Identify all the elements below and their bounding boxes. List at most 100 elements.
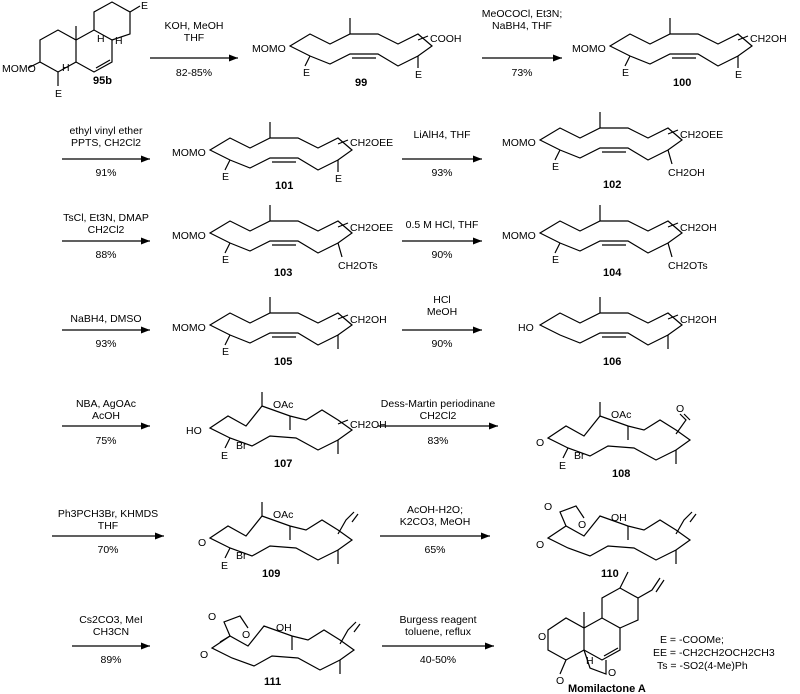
- group-oac: OAc: [273, 509, 293, 521]
- step-1-reagents: KOH, MeOH: [165, 20, 224, 32]
- step-9-solvent: AcOH: [92, 410, 120, 422]
- arrow-head: [155, 532, 164, 540]
- step-7-reagents: NaBH4, DMSO: [70, 313, 141, 325]
- group-oac: OAc: [273, 399, 293, 411]
- group-e: E: [559, 460, 566, 472]
- arrow-head: [141, 642, 150, 650]
- step-10-yield: 83%: [427, 435, 448, 447]
- structure-momilactone-a: [547, 571, 665, 675]
- group-momo: MOMO: [172, 322, 206, 334]
- group-e: E: [335, 173, 342, 185]
- group-ch2ots: CH2OTs: [338, 260, 378, 272]
- group-e: E: [55, 88, 62, 100]
- group-o: O: [536, 437, 544, 449]
- structure-108: [546, 402, 692, 464]
- step-14-solvent: toluene, reflux: [405, 626, 472, 638]
- structure-109: [208, 502, 359, 564]
- group-h: H: [62, 62, 70, 74]
- compound-label-107: 107: [274, 458, 292, 470]
- structure-104: [538, 205, 683, 258]
- compound-label-104: 104: [603, 267, 622, 279]
- arrow-head: [481, 532, 490, 540]
- group-br: Br: [236, 550, 247, 562]
- step-11-reagents: Ph3PCH3Br, KHMDS: [58, 508, 158, 520]
- group-ch2oh: CH2OH: [680, 314, 717, 326]
- group-o: O: [544, 501, 552, 513]
- group-br: Br: [236, 440, 247, 452]
- arrow-head: [553, 54, 562, 62]
- compound-label-103: 103: [274, 267, 292, 279]
- group-o: O: [198, 537, 206, 549]
- group-ch2oh: CH2OH: [350, 419, 387, 431]
- arrow-head: [229, 54, 238, 62]
- step-5-yield: 88%: [95, 249, 116, 261]
- step-3-solvent: PPTS, CH2Cl2: [71, 137, 141, 149]
- group-momo: MOMO: [172, 230, 206, 242]
- group-momo: MOMO: [502, 137, 536, 149]
- step-13-solvent: CH3CN: [93, 626, 129, 638]
- group-h: H: [115, 35, 123, 47]
- compound-label-102: 102: [603, 179, 621, 191]
- group-oh: OH: [611, 512, 627, 524]
- arrow-head: [485, 642, 494, 650]
- step-8-solvent: MeOH: [427, 306, 457, 318]
- group-ch2oh: CH2OH: [680, 222, 717, 234]
- step-2-solvent: NaBH4, THF: [492, 20, 552, 32]
- structure-106: [538, 297, 683, 349]
- arrow-head: [141, 237, 150, 245]
- group-e: E: [552, 161, 559, 173]
- group-o: O: [538, 631, 546, 643]
- step-14-reagents: Burgess reagent: [399, 614, 476, 626]
- group-o: O: [200, 649, 208, 661]
- group-e: E: [222, 171, 229, 183]
- compound-label-106: 106: [603, 356, 621, 368]
- group-momo: MOMO: [502, 230, 536, 242]
- group-ch2oee: CH2OEE: [350, 137, 393, 149]
- group-momo: MOMO: [252, 43, 286, 55]
- step-4-yield: 93%: [431, 167, 452, 179]
- group-ho: HO: [186, 425, 202, 437]
- group-o: O: [208, 611, 216, 623]
- step-13-reagents: Cs2CO3, MeI: [79, 614, 143, 626]
- group-e: E: [735, 69, 742, 81]
- group-ch2oh: CH2OH: [350, 314, 387, 326]
- structure-99: [288, 18, 433, 68]
- group-e: E: [222, 346, 229, 358]
- group-ch2oh: CH2OH: [668, 167, 705, 179]
- step-13-yield: 89%: [100, 654, 121, 666]
- step-3-yield: 91%: [95, 167, 116, 179]
- structure-103: [208, 205, 353, 258]
- step-9-reagents: NBA, AgOAc: [76, 398, 136, 410]
- structure-102: [538, 112, 683, 165]
- legend-ee: EE = -CH2CH2OCH2CH3: [653, 647, 775, 659]
- structure-111: [210, 615, 361, 674]
- step-6-yield: 90%: [431, 249, 452, 261]
- group-momo: MOMO: [572, 43, 606, 55]
- group-h: H: [586, 655, 594, 667]
- group-ho: HO: [518, 322, 534, 334]
- step-5-reagents: TsCl, Et3N, DMAP: [63, 212, 149, 224]
- group-e: E: [222, 254, 229, 266]
- group-e: E: [221, 560, 228, 572]
- arrow-head: [141, 155, 150, 163]
- compound-label-95b: 95b: [93, 75, 112, 87]
- structure-101: [208, 122, 353, 172]
- step-3-reagents: ethyl vinyl ether: [70, 125, 143, 137]
- compound-label-101: 101: [275, 180, 293, 192]
- group-ch2oee: CH2OEE: [350, 222, 393, 234]
- arrow-head: [141, 326, 150, 334]
- group-ch2oh: CH2OH: [750, 33, 787, 45]
- step-10-reagents: Dess-Martin periodinane: [381, 398, 496, 410]
- legend-ts: Ts = -SO2(4-Me)Ph: [657, 660, 748, 672]
- step-1-solvent: THF: [184, 32, 204, 44]
- group-momo: MOMO: [2, 63, 36, 75]
- step-12-solvent: K2CO3, MeOH: [400, 516, 471, 528]
- group-ch2ots: CH2OTs: [668, 260, 708, 272]
- compound-label-99: 99: [355, 77, 367, 89]
- compound-label-108: 108: [612, 468, 630, 480]
- arrow-head: [473, 155, 482, 163]
- step-10-solvent: CH2Cl2: [420, 410, 457, 422]
- step-12-reagents: AcOH-H2O;: [407, 504, 463, 516]
- step-5-solvent: CH2Cl2: [88, 224, 125, 236]
